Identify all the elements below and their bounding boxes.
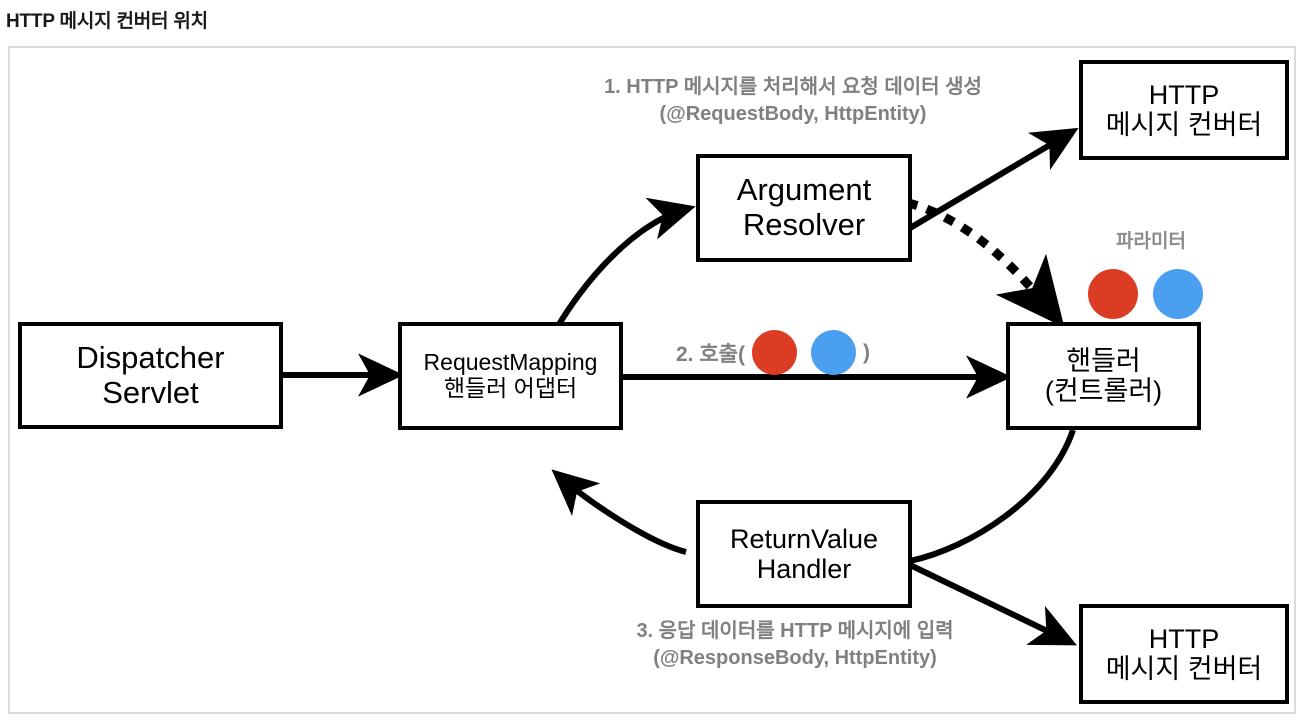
node-line: HTTP — [1148, 623, 1220, 654]
node-line: 핸들러 — [1066, 345, 1141, 376]
node-line: Dispatcher — [76, 339, 225, 375]
parameter-label: 파라미터 — [1116, 231, 1186, 252]
annotation-step1-line1: 1. HTTP 메시지를 처리해서 요청 데이터 생성 — [604, 76, 982, 98]
node-handler-controller[interactable]: 핸들러 (컨트롤러) — [1006, 322, 1201, 430]
annotation-step1-line2: (@RequestBody, HttpEntity) — [659, 103, 927, 125]
node-line: RequestMapping — [423, 349, 598, 376]
parameter-dot-red — [1088, 269, 1138, 319]
node-line: Handler — [756, 554, 852, 584]
param-dot-red — [751, 330, 797, 375]
page-title: HTTP 메시지 컨버터 위치 — [6, 11, 208, 32]
node-dispatcher-servlet[interactable]: Dispatcher Servlet — [18, 322, 283, 429]
node-request-mapping-handler-adapter[interactable]: RequestMapping 핸들러 어댑터 — [398, 322, 623, 430]
node-line: 핸들러 어댑터 — [443, 375, 578, 401]
node-line: 메시지 컨버터 — [1105, 654, 1263, 684]
node-line: Servlet — [102, 374, 199, 410]
node-line: Resolver — [742, 207, 866, 242]
diagram-frame: Dispatcher Servlet RequestMapping 핸들러 어댑… — [8, 46, 1296, 714]
annotation-step3-line2: (@ResponseBody, HttpEntity) — [653, 647, 937, 669]
annotation-step2: 2. 호출( ) — [676, 330, 870, 375]
edge-return-value-handler-to-adapter — [551, 469, 687, 555]
edge-argument-resolver-to-handler-dotted — [906, 198, 1065, 328]
node-return-value-handler[interactable]: ReturnValue Handler — [696, 500, 912, 608]
annotation-step2-suffix: ) — [862, 340, 870, 364]
node-line: ReturnValue — [729, 523, 879, 554]
parameter-dot-blue — [1153, 269, 1203, 319]
annotation-step1: 1. HTTP 메시지를 처리해서 요청 데이터 생성 (@RequestBod… — [508, 74, 1078, 128]
annotation-step3-line1: 3. 응답 데이터를 HTTP 메시지에 입력 — [636, 620, 954, 642]
edge-argument-resolver-to-converter-top — [908, 127, 1079, 231]
annotation-step3: 3. 응답 데이터를 HTTP 메시지에 입력 (@ResponseBody, … — [510, 618, 1080, 672]
node-line: Argument — [736, 172, 872, 208]
edge-return-value-handler-to-converter-bottom — [908, 562, 1078, 646]
diagram-canvas: Dispatcher Servlet RequestMapping 핸들러 어댑… — [10, 48, 1294, 712]
node-http-message-converter-bottom[interactable]: HTTP 메시지 컨버터 — [1079, 604, 1289, 704]
annotation-step2-prefix: 2. 호출( — [676, 342, 745, 366]
param-dot-blue — [810, 330, 856, 375]
node-argument-resolver[interactable]: Argument Resolver — [696, 154, 912, 262]
edge-handler-to-return-value-handler — [909, 429, 1076, 564]
node-line: (컨트롤러) — [1044, 376, 1163, 406]
node-line: HTTP — [1148, 79, 1220, 110]
node-line: 메시지 컨버터 — [1105, 110, 1263, 140]
node-http-message-converter-top[interactable]: HTTP 메시지 컨버터 — [1079, 60, 1289, 160]
